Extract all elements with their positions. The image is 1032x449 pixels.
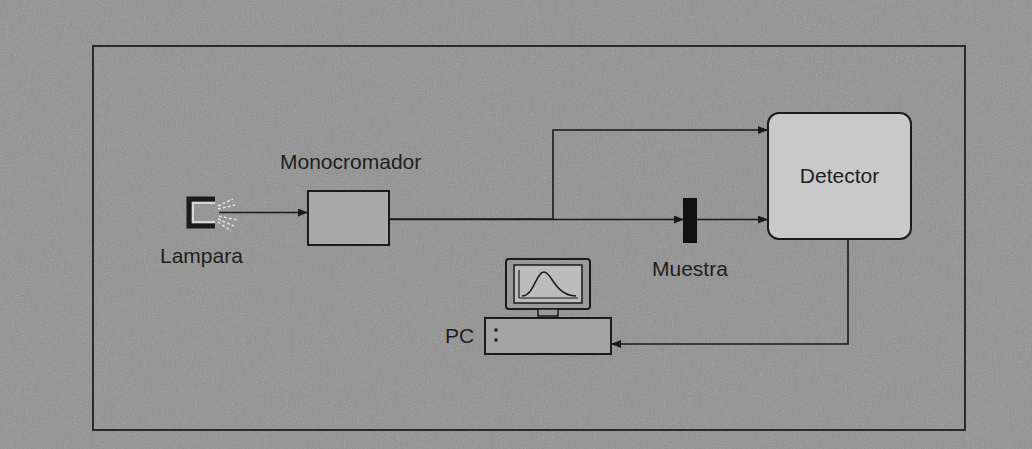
monitor-stand: [538, 309, 558, 316]
light-ray: [218, 219, 234, 226]
lamp-drawing: [185, 195, 217, 230]
lamp-housing: [189, 199, 215, 226]
light-ray: [218, 199, 233, 206]
lamp-icon: Lampara: [185, 195, 217, 230]
node-label: PC: [445, 324, 474, 348]
spectrum-curve: [522, 272, 576, 296]
beam-arrow: [390, 130, 767, 219]
lamp-inner: [193, 203, 215, 222]
beam-arrow: [219, 212, 307, 214]
monitor: [506, 259, 590, 309]
monochromator-box: Monocromador: [307, 190, 390, 246]
plot-axes: [519, 270, 578, 298]
node-label: Detector: [800, 164, 879, 188]
computer-case: [485, 318, 611, 354]
node-label: Lampara: [160, 244, 243, 268]
light-ray: [218, 205, 235, 209]
outer-frame: [93, 46, 965, 430]
beam-arrow: [697, 219, 767, 221]
node-label: Muestra: [652, 257, 728, 281]
detector-box: Detector: [767, 112, 912, 240]
light-ray: [218, 222, 231, 231]
computer: PC: [484, 258, 612, 355]
sample-drawing: [683, 198, 697, 243]
sample-bar: Muestra: [683, 198, 697, 243]
mono-drawing: [309, 192, 392, 248]
screen: [514, 265, 582, 303]
light-ray: [219, 216, 237, 220]
case-led: [494, 328, 498, 332]
beam-arrow: [612, 240, 848, 344]
case-led: [494, 338, 498, 342]
node-label: Monocromador: [280, 150, 421, 174]
pc-drawing: [484, 258, 612, 355]
